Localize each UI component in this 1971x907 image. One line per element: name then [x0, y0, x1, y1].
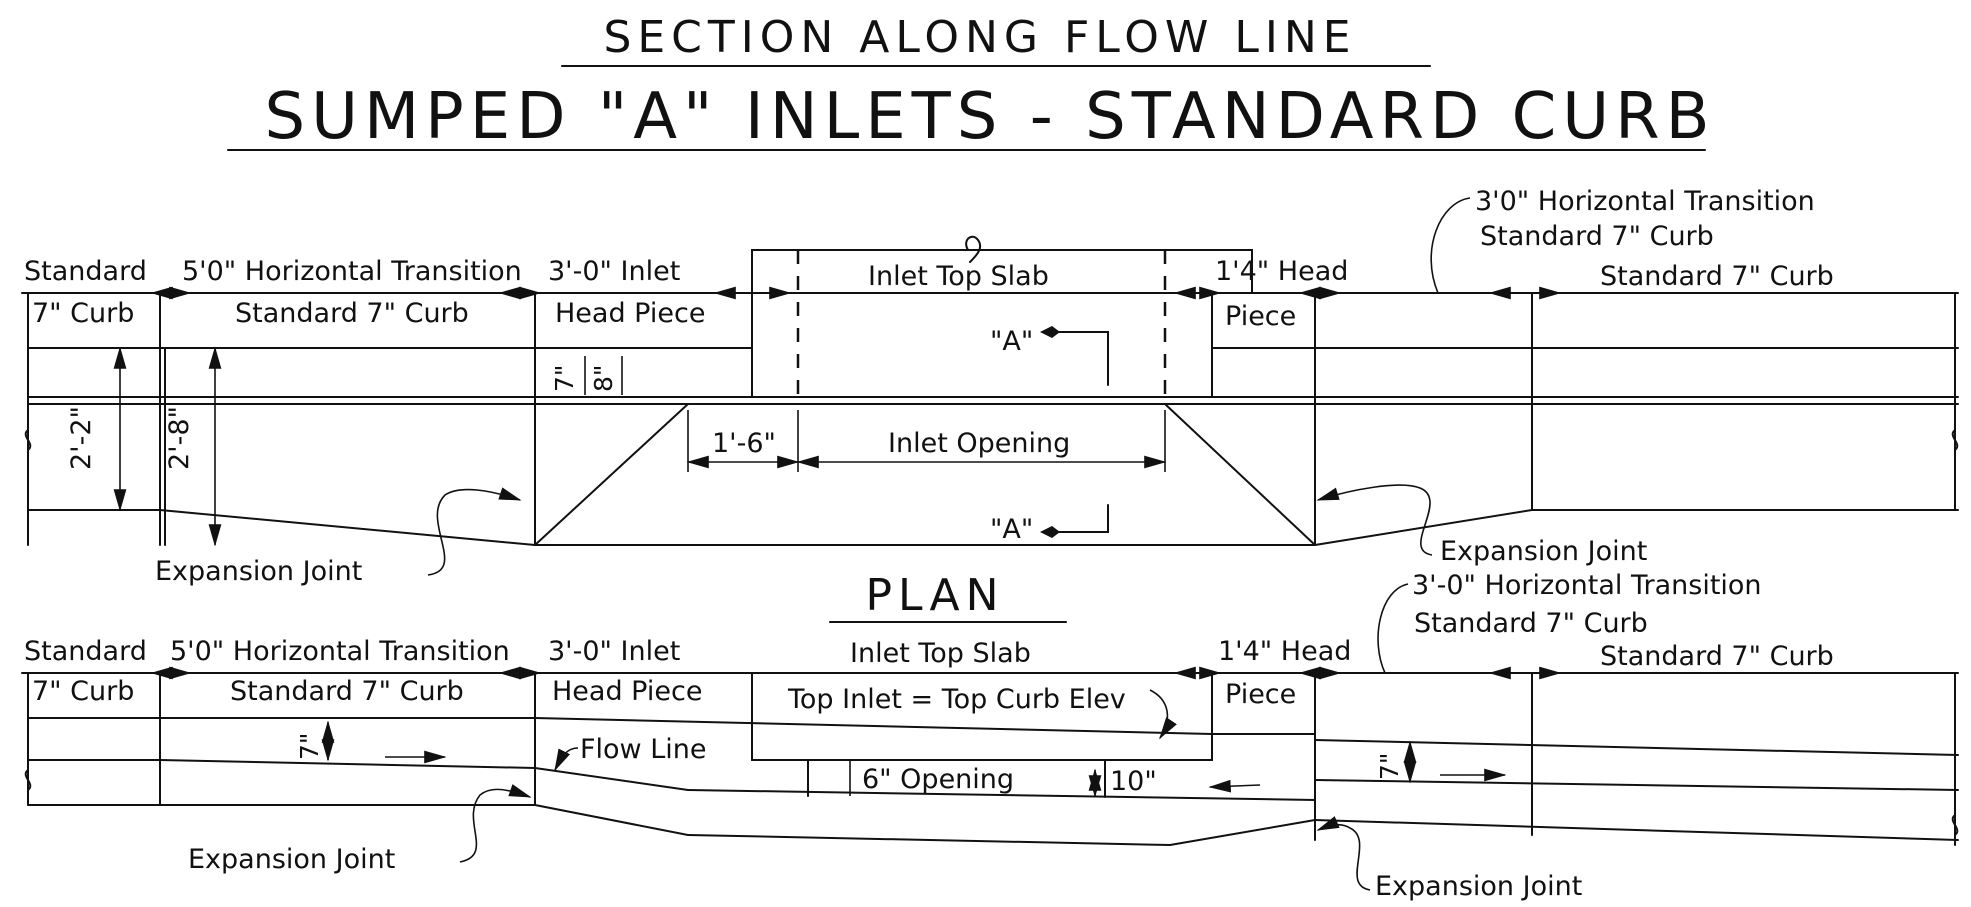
plan-expansion-right-leader — [1316, 816, 1371, 891]
plan-bottom-slope-b — [1169, 819, 1316, 846]
plan-dim-10: 10" — [1110, 766, 1157, 797]
section-a-bottom: "A" — [990, 514, 1033, 545]
plan-top-slab-box — [751, 672, 1213, 761]
section-a-top-line — [1051, 331, 1109, 386]
plan-curb-7: 7" Curb — [32, 676, 134, 707]
plan-inlet: 3'-0" Inlet — [548, 636, 680, 667]
sec-top-slab: Inlet Top Slab — [868, 261, 1049, 292]
inlet-diagonal-right — [1164, 403, 1316, 546]
plan-top-inlet-note: Top Inlet = Top Curb Elev — [787, 684, 1126, 715]
section-a-top: "A" — [990, 326, 1033, 357]
plan-bottom-slope-a — [534, 804, 689, 836]
sec-expansion-left-leader — [427, 487, 522, 576]
section-a-top-arrow — [1040, 326, 1060, 338]
plan-flow-inlet-a — [534, 767, 689, 791]
sec-transition: 5'0" Horizontal Transition — [182, 256, 522, 287]
sec-curb-7: 7" Curb — [32, 298, 134, 329]
plan-flow-arrow-mid — [1208, 779, 1261, 793]
sec-trans-right-leader — [1430, 197, 1471, 294]
plan-view: Standard 7" Curb 5'0" Horizontal Transit… — [21, 570, 1959, 902]
plan-curb-line-far — [1314, 739, 1959, 756]
sheet-subtitle: SUMPED "A" INLETS - STANDARD CURB — [264, 80, 1715, 154]
break-mark-left — [24, 429, 32, 451]
sec-expansion-right: Expansion Joint — [1440, 536, 1647, 567]
plan-trans-right-leader — [1377, 583, 1409, 674]
plan-std-curb-right: Standard 7" Curb — [1600, 641, 1834, 672]
dim-8: 8" — [589, 365, 618, 392]
plan-flow-line-leader — [554, 747, 579, 772]
plan-dim-7-right: 7" — [1375, 753, 1404, 780]
plan-opening-6: 6" Opening — [862, 764, 1014, 795]
break-mark-right — [1951, 429, 1959, 451]
inlet-opening: Inlet Opening — [888, 428, 1070, 459]
plan-head-1-4: 1'4" Head — [1218, 636, 1351, 667]
plan-piece: Piece — [1225, 679, 1296, 710]
plan-trans-right-1: 3'-0" Horizontal Transition — [1412, 570, 1762, 601]
plan-expansion-left-leader — [459, 784, 532, 863]
sec-head-piece: Head Piece — [555, 298, 705, 329]
sec-expansion-left: Expansion Joint — [155, 556, 362, 587]
plan-expansion-right: Expansion Joint — [1375, 871, 1582, 902]
plan-standard: Standard — [24, 636, 147, 667]
bottom-slope-left — [159, 509, 536, 546]
plan-flow-inlet-b — [687, 789, 1316, 801]
plan-dim-7-left: 7" — [295, 733, 324, 760]
plan-trans-right-2: Standard 7" Curb — [1414, 608, 1648, 639]
section-a-bottom-arrow — [1040, 526, 1060, 538]
plan-transition: 5'0" Horizontal Transition — [170, 636, 510, 667]
section-view: Standard 7" Curb 5'0" Horizontal Transit… — [21, 186, 1959, 587]
plan-transition-std: Standard 7" Curb — [230, 676, 464, 707]
plan-break-right — [1951, 814, 1959, 836]
sec-standard: Standard — [24, 256, 147, 287]
section-a-bottom-line — [1051, 504, 1109, 533]
plan-flow-line: Flow Line — [580, 734, 706, 765]
sec-transition-std: Standard 7" Curb — [235, 298, 469, 329]
dim-7: 7" — [550, 365, 579, 392]
sec-expansion-right-leader — [1316, 484, 1433, 556]
plan-flow-trans — [159, 759, 536, 769]
plan-heading: PLAN — [865, 570, 1004, 621]
sec-piece: Piece — [1225, 301, 1296, 332]
sec-trans-right-1: 3'0" Horizontal Transition — [1475, 186, 1815, 217]
top-slab-break — [965, 235, 982, 263]
plan-flow-right — [1314, 779, 1959, 791]
sec-inlet: 3'-0" Inlet — [548, 256, 680, 287]
plan-bottom-right — [1314, 819, 1959, 841]
dim-2-2: 2'-2" — [66, 406, 97, 470]
sheet-title: SECTION ALONG FLOW LINE — [603, 12, 1356, 63]
sec-head-1-4: 1'4" Head — [1215, 256, 1348, 287]
plan-curb-line-mid — [534, 717, 1213, 735]
dim-2-8: 2'-8" — [164, 406, 195, 470]
plan-top-inlet-leader — [1149, 689, 1177, 740]
plan-top-slab: Inlet Top Slab — [850, 638, 1031, 669]
dim-1-6: 1'-6" — [712, 428, 776, 459]
plan-head-piece: Head Piece — [552, 676, 702, 707]
inlet-diagonal-left — [534, 403, 689, 546]
plan-break-left — [24, 769, 32, 791]
plan-expansion-left: Expansion Joint — [188, 844, 395, 875]
sec-std-curb-right: Standard 7" Curb — [1600, 261, 1834, 292]
plan-bottom-mid — [687, 834, 1171, 846]
sec-trans-right-2: Standard 7" Curb — [1480, 221, 1714, 252]
